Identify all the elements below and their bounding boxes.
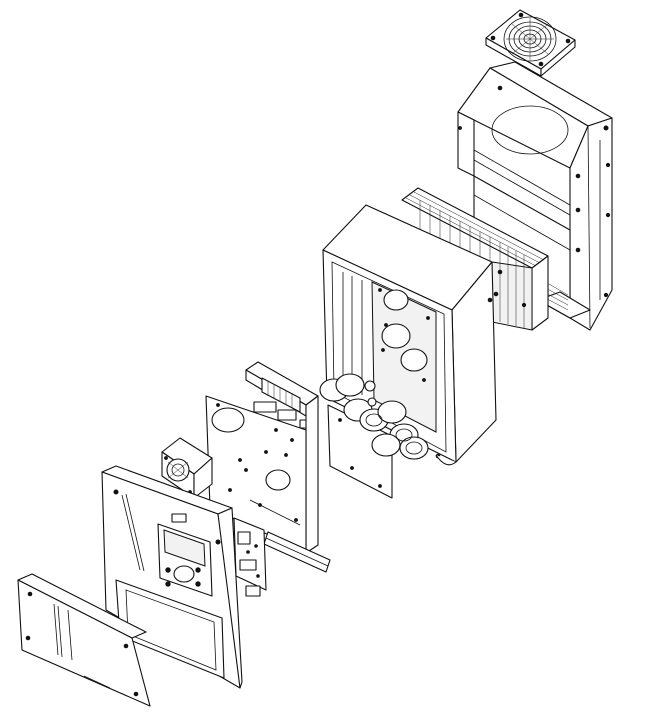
- enclosure-housing: [322, 204, 497, 466]
- control-board: [233, 517, 267, 597]
- keypad: [157, 523, 213, 597]
- bottom-cover-plate: [17, 573, 151, 707]
- heatsink: [401, 187, 549, 331]
- capacitor-assembly: [319, 373, 429, 499]
- top-fan: [485, 9, 576, 77]
